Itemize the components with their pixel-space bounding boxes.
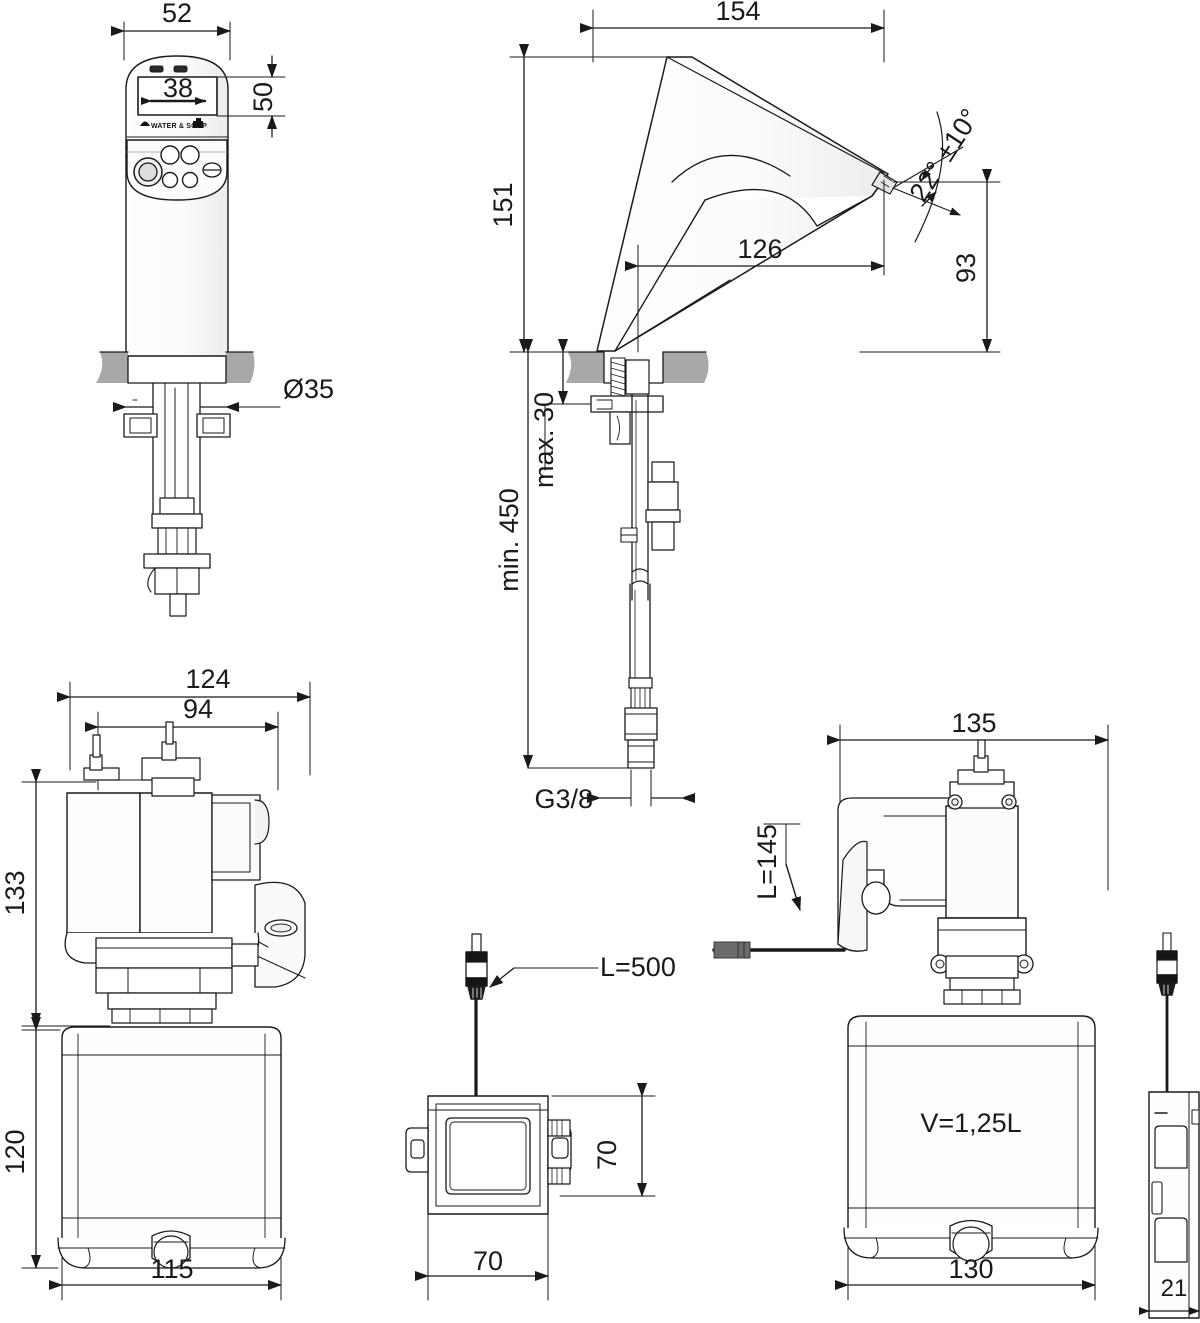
panel-legend-text: WATER & SOAP	[151, 123, 207, 130]
power-supply-view-group	[405, 933, 656, 1301]
dim-panel-50: 50	[248, 82, 278, 112]
front-view-group	[96, 21, 286, 617]
dim-depth-135: 135	[951, 708, 996, 738]
dim-reach-126: 126	[737, 234, 782, 264]
water-drop-icon	[140, 121, 150, 126]
side-view-group	[509, 9, 1001, 807]
dim-cable-l500: L=500	[600, 952, 676, 982]
dim-overall-124: 124	[185, 664, 230, 694]
dim-reach-154: 154	[715, 0, 760, 26]
sensor-module-view-group	[1139, 932, 1200, 1319]
dim-bottle-130: 130	[948, 1254, 993, 1284]
dim-counter-max30: max. 30	[529, 392, 559, 488]
valve-side-view-group	[712, 724, 1109, 1301]
dim-inner-94: 94	[183, 694, 213, 724]
soap-dispenser-icon	[193, 118, 203, 128]
dim-hole-d35: Ø35	[283, 374, 334, 404]
dim-bottle-120: 120	[0, 1129, 30, 1174]
dim-display-38: 38	[163, 73, 193, 103]
dim-spout-93: 93	[951, 253, 981, 283]
dim-valve-133: 133	[0, 870, 30, 915]
dim-hose-min450: min. 450	[494, 488, 524, 592]
dim-angle-22: 22° ±10°	[904, 103, 986, 207]
dim-psu-w70: 70	[473, 1246, 503, 1276]
dim-width-52: 52	[162, 0, 192, 28]
dim-thread-g38: G3/8	[534, 784, 593, 814]
label-volume: V=1,25L	[920, 1108, 1021, 1138]
dim-module-21: 21	[1161, 1275, 1188, 1302]
valve-front-view-group	[21, 681, 311, 1301]
dim-height-151: 151	[488, 182, 518, 227]
dim-psu-h70: 70	[592, 1140, 622, 1170]
dim-cable-l145: L=145	[752, 824, 782, 900]
dim-bottle-115: 115	[150, 1254, 193, 1284]
